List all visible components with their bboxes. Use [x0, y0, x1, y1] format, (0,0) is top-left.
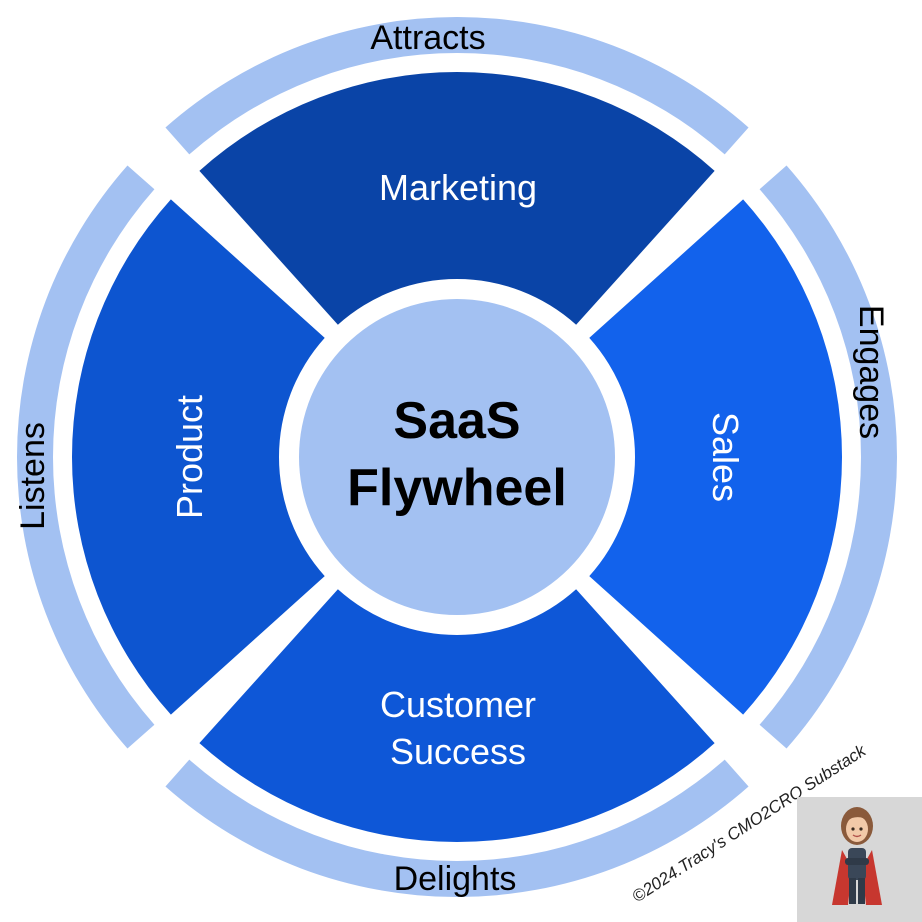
outer-ring-arc-delights	[165, 759, 749, 897]
hub-label-line2: Flywheel	[347, 459, 567, 517]
segment-product	[71, 199, 325, 715]
outer-ring-arc-attracts	[165, 17, 749, 155]
segment-label-marketing: Marketing	[379, 167, 537, 208]
ring-label-attracts: Attracts	[370, 19, 485, 57]
ring-label-engages: Engages	[852, 305, 890, 439]
outer-ring-arc-listens	[17, 165, 155, 749]
segment-label-customer: Customer	[380, 684, 536, 725]
outer-ring-arc-engages	[759, 165, 897, 749]
segment-marketing	[199, 71, 715, 325]
superhero-woman-avatar-icon	[832, 807, 882, 905]
segment-label-product: Product	[169, 395, 210, 519]
segment-customer-success	[199, 589, 715, 843]
hub-circle	[299, 299, 615, 615]
hub-label-line1: SaaS	[393, 392, 520, 450]
ring-label-listens: Listens	[14, 422, 52, 530]
segment-label-sales: Sales	[705, 412, 746, 502]
segment-sales	[589, 199, 843, 715]
avatar	[797, 797, 922, 922]
ring-label-delights: Delights	[394, 860, 517, 898]
segment-label-success: Success	[390, 731, 526, 772]
flywheel-segments	[71, 71, 843, 843]
outer-ring	[17, 17, 897, 897]
